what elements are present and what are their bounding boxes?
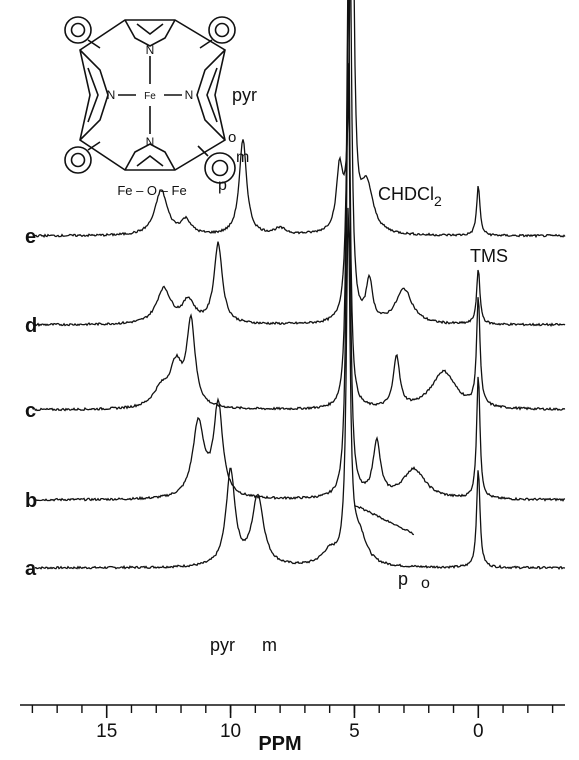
para-peak-annotation: p bbox=[398, 569, 408, 589]
spectrum-labels: a b c d e bbox=[25, 226, 37, 580]
tms-annotation: TMS bbox=[470, 246, 508, 266]
structure-labels: N N N N Fe pyr o m p Fe – O – Fe bbox=[107, 43, 257, 198]
x-axis-ticks: 15 10 5 0 bbox=[31, 705, 554, 742]
x-axis: 15 10 5 0 PPM bbox=[20, 704, 565, 755]
solvent-annotation: CHDCl2 bbox=[378, 184, 442, 209]
nitrogen-label-right: N bbox=[185, 88, 194, 102]
x-tick-label: 10 bbox=[220, 721, 241, 742]
x-tick-label: 0 bbox=[473, 721, 484, 742]
nitrogen-label-left: N bbox=[107, 88, 116, 102]
spectrum-trace-b bbox=[34, 63, 566, 502]
nitrogen-label-bottom: N bbox=[146, 135, 155, 149]
spectrum-trace-a bbox=[34, 207, 566, 570]
spectrum-trace-c bbox=[34, 0, 566, 412]
expanded-inset-trace bbox=[353, 504, 415, 536]
meta-structure-label: m bbox=[236, 149, 249, 166]
x-tick-label: 15 bbox=[96, 721, 117, 742]
spectrum-trace-d bbox=[34, 0, 566, 327]
spectrum-label-b: b bbox=[25, 490, 37, 512]
spectrum-traces bbox=[34, 0, 566, 570]
spectrum-label-d: d bbox=[25, 315, 37, 337]
porphyrin-structure-inset bbox=[64, 16, 236, 184]
phenyl-rings bbox=[64, 16, 236, 184]
para-structure-label: p bbox=[218, 177, 227, 194]
x-axis-label: PPM bbox=[258, 733, 301, 755]
spectrum-label-e: e bbox=[25, 226, 36, 248]
iron-label: Fe bbox=[144, 91, 156, 102]
ortho-peak-annotation: o bbox=[421, 575, 430, 592]
spectrum-trace-e bbox=[34, 0, 566, 239]
x-tick-label: 5 bbox=[349, 721, 360, 742]
spectrum-label-a: a bbox=[25, 558, 37, 580]
spectrum-label-c: c bbox=[25, 400, 36, 422]
dimer-formula: Fe – O – Fe bbox=[117, 183, 186, 198]
porphyrin-macrocycle bbox=[79, 19, 226, 171]
nitrogen-label-top: N bbox=[146, 43, 155, 57]
pyr-peak-annotation: pyr bbox=[210, 635, 235, 655]
ortho-structure-label: o bbox=[228, 129, 236, 146]
pyr-structure-label: pyr bbox=[232, 85, 257, 105]
solvent-subscript: 2 bbox=[434, 193, 442, 209]
meta-peak-annotation: m bbox=[262, 635, 277, 655]
